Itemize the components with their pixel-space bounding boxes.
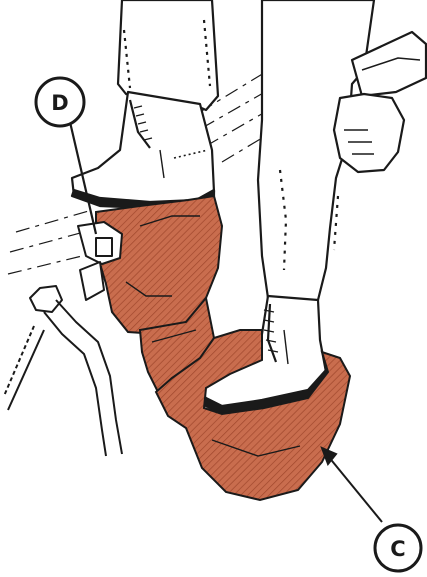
callout-c-leader bbox=[322, 448, 382, 522]
left-boot bbox=[72, 92, 214, 208]
callout-d-label: D bbox=[51, 91, 68, 115]
callout-d: D bbox=[36, 78, 84, 126]
pedal-linkage bbox=[4, 222, 122, 456]
callout-c-label: C bbox=[390, 537, 405, 561]
callout-c: C bbox=[375, 525, 421, 571]
